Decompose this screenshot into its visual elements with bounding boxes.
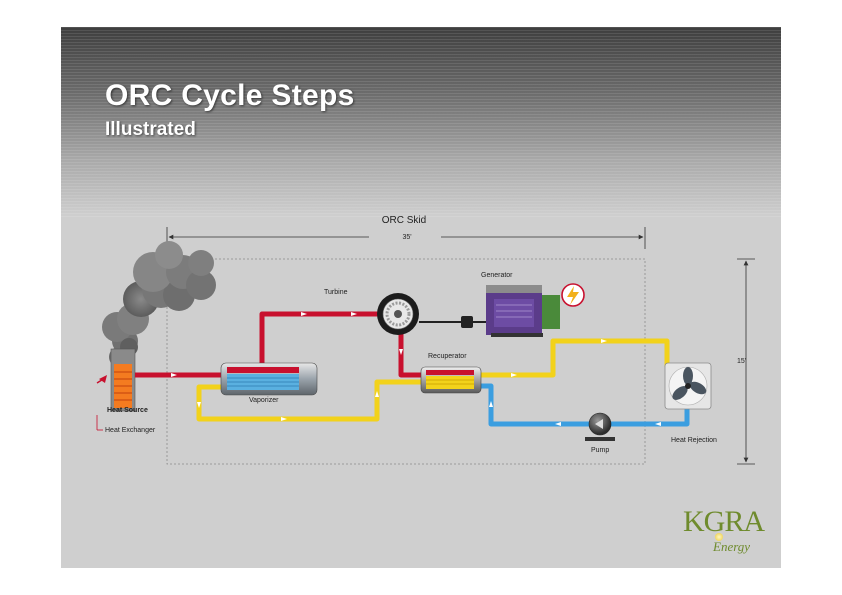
heat-source-stack: [110, 348, 136, 412]
skid-label: ORC Skid: [382, 215, 426, 226]
turbine-label: Turbine: [324, 289, 348, 296]
orc-cycle-diagram: ORC Skid 35' 15': [96, 215, 755, 465]
warm-loop-lines: [196, 338, 670, 422]
heat-exchanger-label: Heat Exchanger: [105, 427, 156, 434]
recuperator: [420, 366, 482, 394]
lightning-icon: [561, 283, 585, 307]
recuperator-label: Recuperator: [428, 353, 467, 360]
pump-label: Pump: [591, 447, 609, 454]
generator: [486, 285, 560, 337]
logo-tagline: Energy: [713, 539, 751, 554]
heat-rejection-label: Heat Rejection: [671, 437, 717, 444]
hot-loop-lines: [135, 311, 421, 378]
pump: [585, 412, 615, 441]
smoke-plume: [102, 241, 216, 367]
turbine: [377, 293, 419, 335]
heat-rejection-fan: [664, 362, 712, 410]
vaporizer: [220, 362, 318, 396]
cold-loop-lines: [481, 383, 690, 427]
header-band: [61, 27, 781, 217]
slide: ORC Cycle Steps Illustrated: [61, 27, 781, 568]
logo-brand: KGRA: [683, 505, 765, 538]
warm-loop-arrows: [197, 339, 607, 421]
kgra-energy-logo: KGRA Energy: [683, 505, 765, 561]
hot-loop-arrows: [171, 312, 403, 377]
vaporizer-label: Vaporizer: [249, 397, 279, 404]
heat-source-label: Heat Source: [107, 407, 148, 414]
skid-boundary: [166, 258, 646, 465]
slide-subtitle: Illustrated: [105, 119, 196, 140]
logo-sun-icon: [715, 533, 723, 541]
skid-height-value: 15': [737, 358, 746, 365]
skid-width-value: 35': [402, 234, 411, 241]
shaft-coupling: [461, 316, 473, 328]
cold-loop-arrows: [489, 401, 661, 426]
generator-label: Generator: [481, 272, 513, 279]
slide-title: ORC Cycle Steps: [105, 79, 355, 112]
